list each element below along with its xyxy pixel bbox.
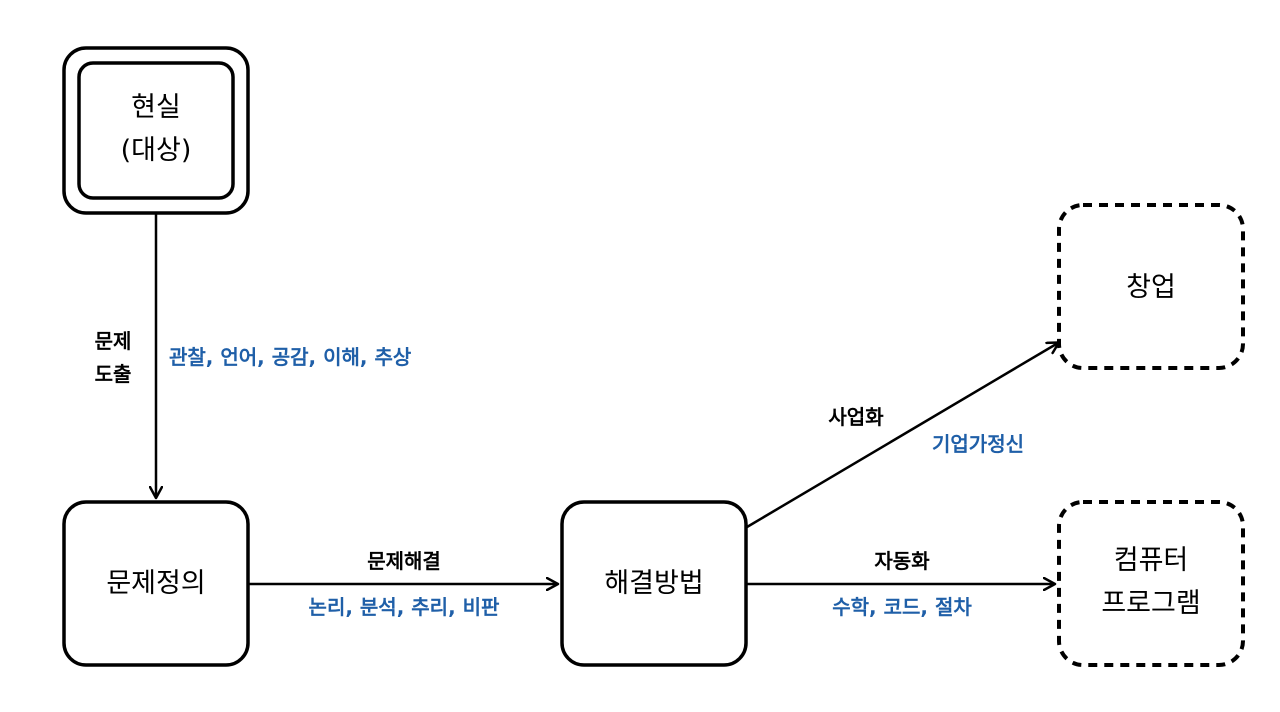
node-computer-program: 컴퓨터 프로그램 <box>1057 500 1245 667</box>
node-reality: 현실 (대상) <box>62 46 250 215</box>
edge-commercialization-label: 사업화 <box>828 405 884 429</box>
edge-automation-skills: 수학, 코드, 절차 <box>832 595 972 619</box>
edge-problem-derivation-label-line2: 도출 <box>95 362 132 386</box>
node-startup: 창업 <box>1057 203 1245 370</box>
node-problem-definition: 문제정의 <box>62 500 250 667</box>
edge-problem-derivation-skills: 관찰, 언어, 공감, 이해, 추상 <box>169 345 412 369</box>
edge-problem-solving-skills: 논리, 분석, 추리, 비판 <box>309 595 500 619</box>
node-reality-inner-border <box>77 61 235 200</box>
node-computer-program-line2: 프로그램 <box>1101 588 1200 619</box>
edge-commercialization-arrow <box>746 343 1058 529</box>
edge-problem-solving: 문제해결 논리, 분석, 추리, 비판 <box>248 549 557 619</box>
node-computer-program-line1: 컴퓨터 <box>1114 545 1189 576</box>
node-computer-program-border <box>1057 500 1245 667</box>
node-reality-line2: (대상) <box>121 135 192 166</box>
edge-automation-label: 자동화 <box>874 549 930 573</box>
node-solution-method-label: 해결방법 <box>604 568 703 599</box>
node-solution-method: 해결방법 <box>560 500 748 667</box>
node-startup-label: 창업 <box>1126 272 1176 303</box>
node-problem-definition-label: 문제정의 <box>106 568 205 599</box>
edge-problem-derivation-label-line1: 문제 <box>95 329 132 353</box>
edge-problem-derivation: 문제 도출 관찰, 언어, 공감, 이해, 추상 <box>95 213 412 497</box>
edge-automation: 자동화 수학, 코드, 절차 <box>746 549 1054 619</box>
node-startup-border <box>1057 203 1245 370</box>
node-reality-line1: 현실 <box>131 92 181 123</box>
edge-commercialization: 사업화 기업가정신 <box>746 343 1058 529</box>
edge-commercialization-skills: 기업가정신 <box>932 432 1024 456</box>
node-reality-outer-border <box>62 46 250 215</box>
edge-problem-solving-label: 문제해결 <box>367 549 441 573</box>
